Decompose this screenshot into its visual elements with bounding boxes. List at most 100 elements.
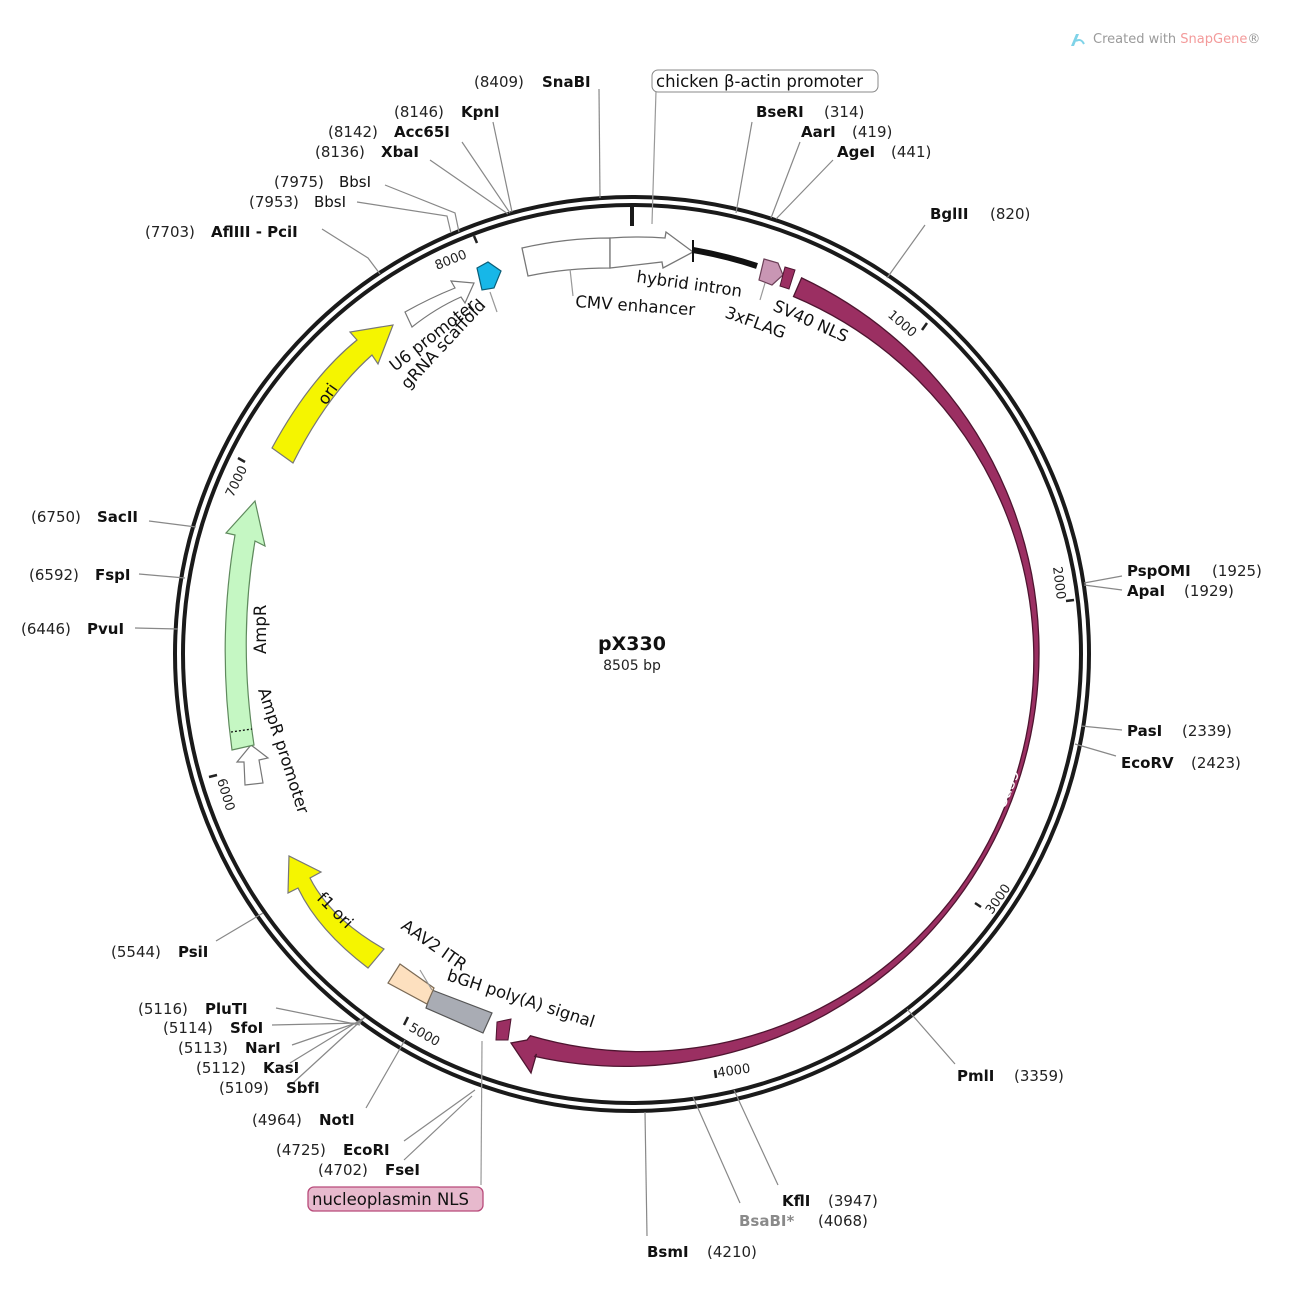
- site-sacii: (6750)SacII: [31, 508, 138, 526]
- site-fspi: (6592)FspI: [29, 566, 131, 584]
- snapgene-logo-icon: [1071, 34, 1085, 46]
- site-pluti: (5116) PluTI: [138, 1000, 248, 1018]
- chicken-promoter-feature: [609, 230, 695, 269]
- nucleoplasmin-nls-label: nucleoplasmin NLS: [312, 1190, 469, 1209]
- site-position: (820): [990, 205, 1030, 223]
- cmv-enhancer-feature: [521, 237, 611, 277]
- site-position: (441): [891, 143, 931, 161]
- tick-7000: 7000: [223, 456, 251, 500]
- site-name: SnaBI: [542, 73, 591, 91]
- site-sfoi: (5114)SfoI: [163, 1019, 263, 1037]
- tick-label: 2000: [1049, 566, 1068, 601]
- ampr-divider: [230, 728, 253, 733]
- site-position: (6446): [21, 620, 71, 638]
- site-psii: (5544)PsiI: [111, 943, 208, 961]
- site-agei: AgeI (441): [837, 143, 931, 161]
- site-fsei: (4702) FseI: [318, 1161, 420, 1179]
- site-name: BseRI: [756, 103, 804, 121]
- site-position: (5112): [196, 1059, 246, 1077]
- site-name: BbsI: [314, 193, 346, 211]
- grna-scaffold-feature: [476, 261, 502, 291]
- nucleoplasmin-nls-box: nucleoplasmin NLS: [307, 1186, 484, 1212]
- site-leaders: [134, 88, 1123, 1237]
- site-pasi: PasI(2339): [1127, 722, 1232, 740]
- site-name: BsaBI*: [739, 1212, 794, 1230]
- chicken-promoter-box: chicken β-actin promoter: [651, 69, 879, 93]
- site-acc65i: (8142)Acc65I: [328, 123, 450, 141]
- sv40-nls-feature: [779, 266, 796, 290]
- site-sbfi: (5109)SbfI: [219, 1079, 320, 1097]
- site-position: (5114): [163, 1019, 213, 1037]
- site-position: (1925): [1212, 562, 1262, 580]
- site-position: (4725): [276, 1141, 326, 1159]
- site-name: BglII: [930, 205, 968, 223]
- site-bbsi-2: (7953) BbsI: [249, 193, 346, 211]
- site-position: (4210): [707, 1243, 757, 1261]
- site-name: FseI: [385, 1161, 420, 1179]
- hybrid-intron-feature: [692, 247, 758, 269]
- ampr-promoter-label: AmpR promoter: [254, 685, 313, 816]
- f1-ori-feature: [287, 855, 385, 969]
- site-kfli: KflI(3947): [782, 1192, 878, 1210]
- snapgene-watermark: Created with SnapGene®: [1071, 32, 1260, 47]
- bgh-polya-feature: [425, 989, 493, 1034]
- site-kasi: (5112)KasI: [196, 1059, 299, 1077]
- feature-connectors: [419, 90, 766, 1186]
- site-name: AgeI: [837, 143, 875, 161]
- tick-label: 6000: [213, 777, 237, 813]
- site-position: (4702): [318, 1161, 368, 1179]
- site-position: (5544): [111, 943, 161, 961]
- chicken-promoter-label: chicken β-actin promoter: [656, 72, 863, 91]
- site-pmli: PmlI (3359): [957, 1067, 1064, 1085]
- site-ecori: (4725) EcoRI: [276, 1141, 390, 1159]
- site-position: (7975): [274, 173, 324, 191]
- site-position: (2339): [1182, 722, 1232, 740]
- backbone-outer-ring: [173, 195, 1091, 1113]
- site-bseri: BseRI (314): [756, 103, 864, 121]
- ampr-feature: [224, 499, 266, 751]
- site-name: PluTI: [205, 1000, 248, 1018]
- site-position: (4964): [252, 1111, 302, 1129]
- site-position: (8136): [315, 143, 365, 161]
- site-aari: AarI(419): [801, 123, 892, 141]
- site-name: EcoRV: [1121, 754, 1174, 772]
- site-position: (3359): [1014, 1067, 1064, 1085]
- site-name: PvuI: [87, 620, 124, 638]
- snapgene-brand: SnapGene: [1180, 32, 1248, 47]
- site-bsabi: BsaBI*(4068): [739, 1212, 868, 1230]
- site-name: EcoRI: [343, 1141, 390, 1159]
- tick-4000: 4000: [713, 1062, 751, 1081]
- tick-label: 4000: [716, 1062, 751, 1081]
- ori-feature: [271, 324, 394, 464]
- site-pvui: (6446) PvuI: [21, 620, 124, 638]
- tick-6000: 6000: [208, 773, 237, 813]
- site-position: (314): [824, 103, 864, 121]
- site-ecorv: EcoRV(2423): [1121, 754, 1241, 772]
- site-position: (8146): [394, 103, 444, 121]
- site-name: BbsI: [339, 173, 371, 191]
- site-bsmi: BsmI(4210): [647, 1243, 757, 1261]
- site-position: (7703): [145, 223, 195, 241]
- site-name: PspOMI: [1127, 562, 1191, 580]
- site-name: PmlI: [957, 1067, 994, 1085]
- u6-promoter-feature: [404, 280, 475, 328]
- ampr-promoter-feature: [235, 744, 270, 786]
- nucleoplasmin-nls-feature: [495, 1018, 512, 1041]
- site-position: (5116): [138, 1000, 188, 1018]
- site-name: FspI: [95, 566, 131, 584]
- site-name: ApaI: [1127, 582, 1165, 600]
- site-position: (6750): [31, 508, 81, 526]
- site-name: Acc65I: [394, 123, 450, 141]
- site-position: (5109): [219, 1079, 269, 1097]
- site-name: NarI: [245, 1039, 281, 1057]
- site-snabi: (8409)SnaBI: [474, 73, 591, 91]
- site-name: XbaI: [381, 143, 419, 161]
- cas9-label: Cas9: [990, 767, 1023, 812]
- site-position: (7953): [249, 193, 299, 211]
- site-xbai: (8136) XbaI: [315, 143, 419, 161]
- site-name: NotI: [319, 1111, 355, 1129]
- plasmid-length: 8505 bp: [603, 658, 661, 674]
- site-nari: (5113)NarI: [178, 1039, 281, 1057]
- site-name: KpnI: [461, 103, 500, 121]
